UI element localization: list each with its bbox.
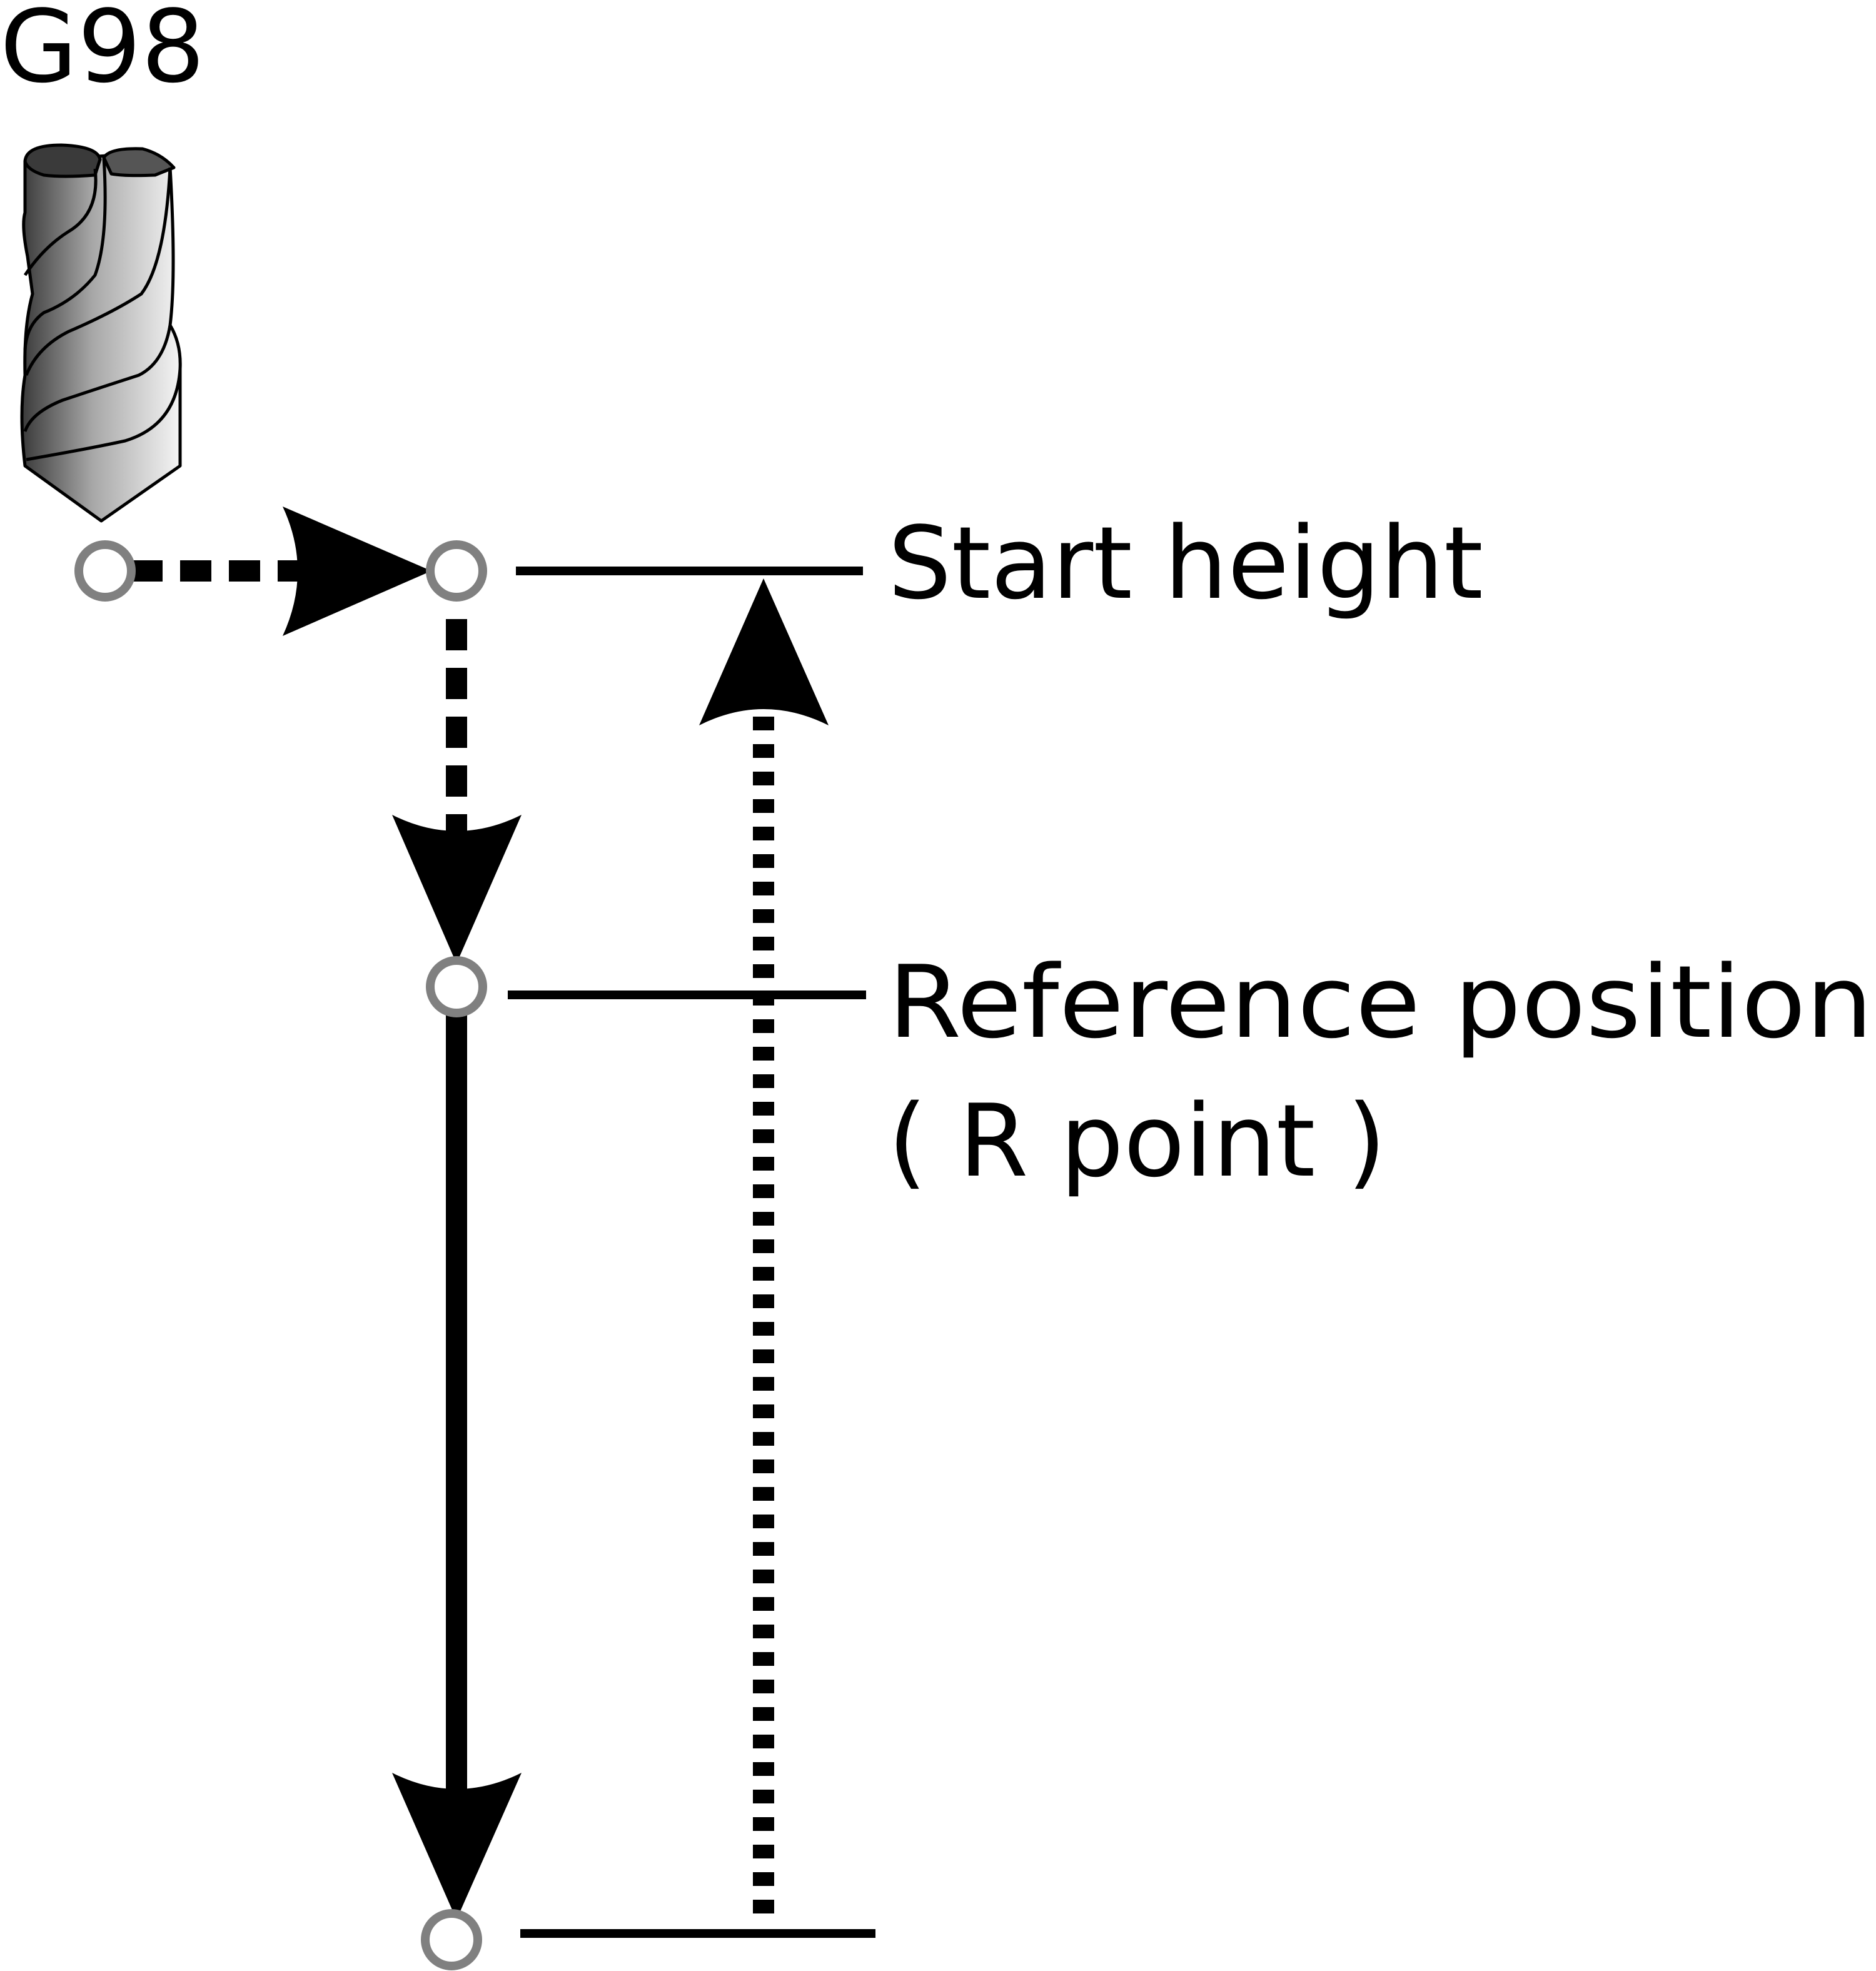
diagram-title: G98 <box>0 0 205 105</box>
start-height-label: Start height <box>888 505 1483 622</box>
point-bottom <box>421 1909 482 1970</box>
arrowhead-down-r <box>392 815 522 964</box>
arrowhead-down-bottom <box>392 1773 522 1920</box>
r-point-label: ( R point ) <box>888 1082 1386 1199</box>
point-r <box>426 956 487 1017</box>
arrowhead-right <box>283 507 431 636</box>
point-start-height <box>426 540 487 602</box>
reference-position-label: Reference position <box>888 944 1873 1061</box>
end-mill-icon <box>20 143 182 523</box>
arrowhead-up <box>699 578 829 725</box>
point-initial <box>74 540 136 602</box>
